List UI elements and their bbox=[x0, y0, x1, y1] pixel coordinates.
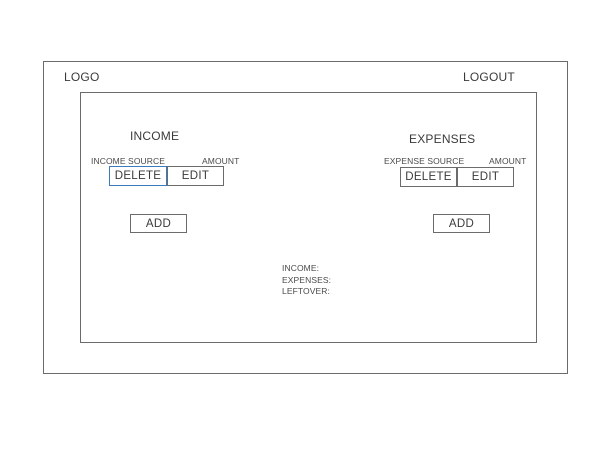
income-source-column-label: INCOME SOURCE bbox=[91, 156, 166, 166]
logo: LOGO bbox=[64, 70, 100, 84]
income-add-button[interactable]: ADD bbox=[130, 214, 187, 233]
income-edit-button[interactable]: EDIT bbox=[167, 166, 224, 186]
budget-summary: INCOME: EXPENSES: LEFTOVER: bbox=[282, 263, 331, 298]
app-window-frame bbox=[43, 61, 568, 374]
income-heading: INCOME bbox=[130, 129, 180, 143]
expense-edit-button[interactable]: EDIT bbox=[457, 167, 514, 187]
income-amount-column-label: AMOUNT bbox=[202, 156, 240, 166]
expense-delete-button[interactable]: DELETE bbox=[400, 167, 457, 187]
expense-amount-column-label: AMOUNT bbox=[489, 156, 527, 166]
summary-expenses-label: EXPENSES: bbox=[282, 274, 332, 285]
expense-source-column-label: EXPENSE SOURCE bbox=[384, 156, 465, 166]
income-delete-button[interactable]: DELETE bbox=[109, 166, 167, 186]
expense-add-button[interactable]: ADD bbox=[433, 214, 490, 233]
summary-income-label: INCOME: bbox=[282, 263, 320, 273]
summary-leftover-label: LEFTOVER: bbox=[282, 286, 330, 296]
expenses-heading: EXPENSES bbox=[409, 132, 476, 146]
logout-link[interactable]: LOGOUT bbox=[463, 70, 515, 84]
main-content-panel bbox=[80, 92, 537, 343]
